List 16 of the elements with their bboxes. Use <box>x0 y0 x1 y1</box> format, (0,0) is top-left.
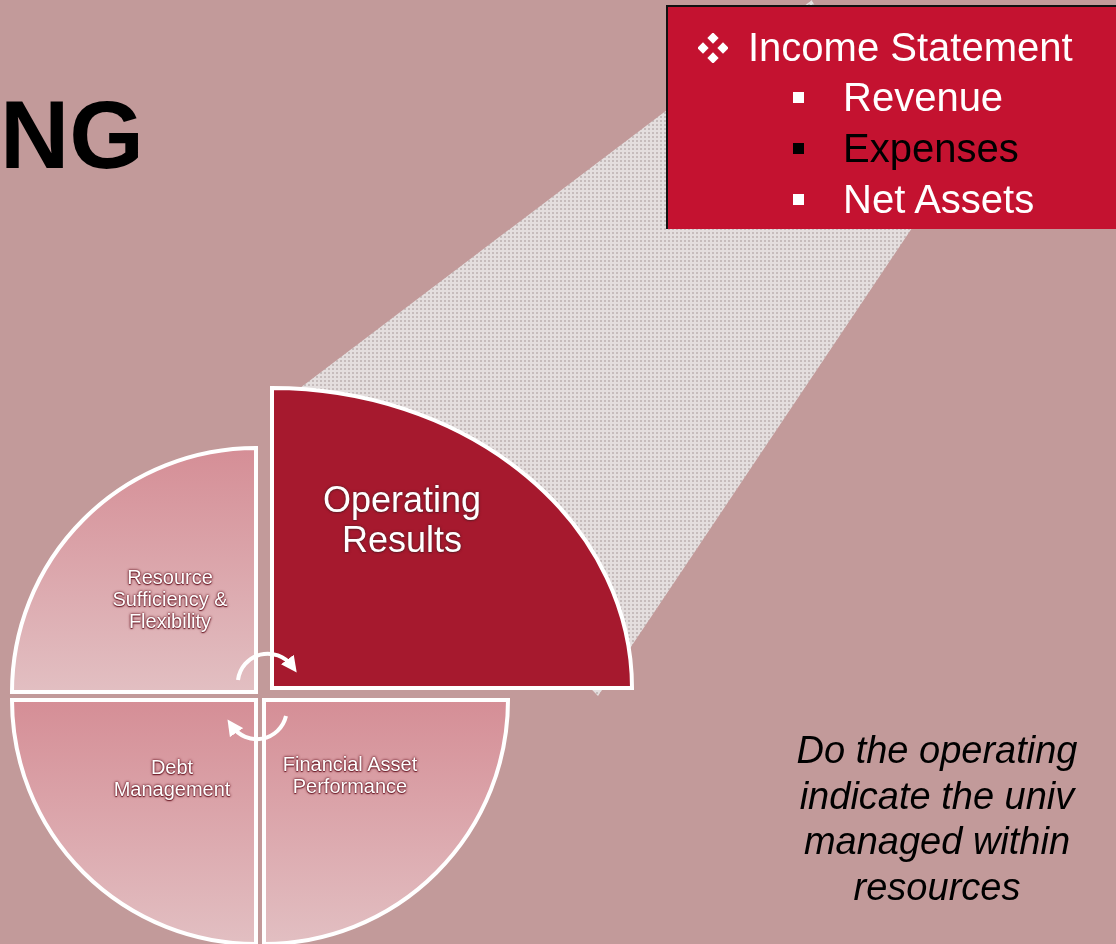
curved-arrow <box>227 715 288 742</box>
segment-label: Resource Sufficiency & Flexibility <box>111 566 229 632</box>
bullet-item: Expenses <box>843 128 1019 168</box>
question-text: Do the operating indicate the univ managed within resources <box>795 728 1079 910</box>
slide-title: NG <box>0 82 144 188</box>
segment-label: Operating Results <box>321 480 483 560</box>
bullet-item: Revenue <box>843 77 1004 117</box>
bullet-item: Net Assets <box>843 179 1035 219</box>
callout-heading: Income Statement <box>748 27 1073 67</box>
quarter-circle-segment <box>12 700 256 944</box>
callout-box <box>666 5 1116 229</box>
segment-label: Debt Management <box>112 756 232 800</box>
quarter-circle-segment <box>12 448 256 692</box>
segment-label: Financial Asset Performance <box>281 753 419 797</box>
quarter-circle-segment <box>272 388 632 688</box>
quarter-circle-segment <box>264 700 508 944</box>
